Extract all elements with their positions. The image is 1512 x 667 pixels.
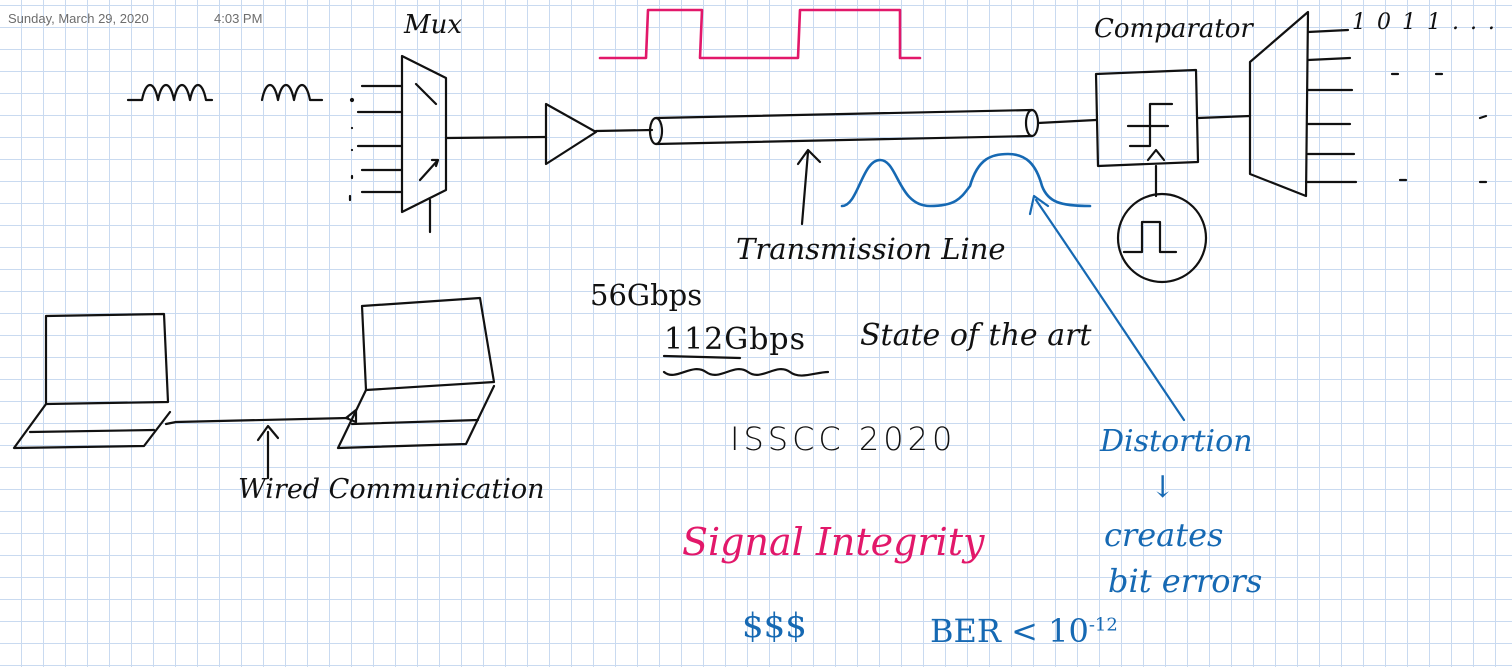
comparator-label: Comparator xyxy=(1094,14,1253,44)
input-waveform xyxy=(126,83,324,102)
laptop-icon xyxy=(336,296,496,450)
comparator-icon xyxy=(1094,68,1200,168)
output-bits: 1 0 1 1 . . . xyxy=(1352,10,1497,35)
distortion-label: Distortion xyxy=(1100,424,1253,459)
pink-waveform xyxy=(598,8,922,60)
signal-integrity-label: Signal Integrity xyxy=(682,520,985,564)
isscc-label: ISSCC 2020 xyxy=(730,420,957,458)
ber-label: BER < 10-12 xyxy=(930,612,1118,650)
laptop-icon xyxy=(12,312,172,450)
bit-errors-label: bit errors xyxy=(1108,562,1263,600)
state-of-art: State of the art xyxy=(860,318,1092,353)
buffer-icon xyxy=(544,102,598,166)
demux-icon xyxy=(1248,10,1488,198)
rate-112: 112Gbps xyxy=(664,322,807,357)
distorted-waveform xyxy=(840,152,1092,208)
transmission-line-label: Transmission Line xyxy=(736,232,1006,266)
clock-icon xyxy=(1116,148,1208,284)
mux-icon xyxy=(348,54,448,234)
distortion-arrow xyxy=(1028,194,1186,422)
note-date: Sunday, March 29, 2020 xyxy=(8,11,149,26)
dollars-label: $$$ xyxy=(742,606,807,646)
ber-exponent: -12 xyxy=(1088,614,1118,636)
note-time: 4:03 PM xyxy=(214,11,263,26)
rate-56: 56Gbps xyxy=(590,278,703,312)
down-arrow: ↓ xyxy=(1150,470,1176,505)
creates-label: creates xyxy=(1104,516,1224,554)
mux-label: Mux xyxy=(404,10,463,40)
wired-communication-label: Wired Communication xyxy=(238,474,545,505)
transmission-line-icon xyxy=(648,108,1040,146)
ber-text: BER < 10 xyxy=(930,612,1089,650)
